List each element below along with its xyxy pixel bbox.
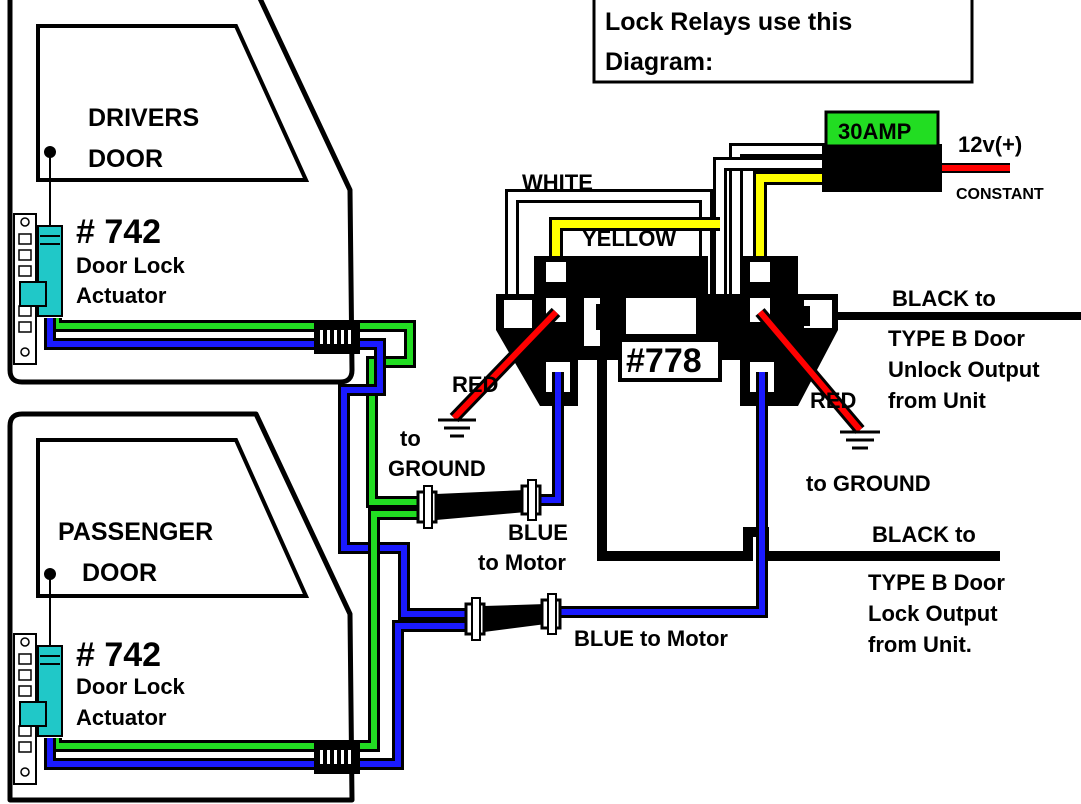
driver-harness [44, 318, 466, 620]
passenger-actuator-label-line-1: Door Lock [76, 674, 186, 699]
red-ground-wire-left: RED to GROUND [388, 307, 561, 481]
passenger-door: PASSENGER DOOR [7, 411, 355, 803]
yellow-wire-label: YELLOW [582, 226, 676, 251]
passenger-door-label-line-1: PASSENGER [58, 518, 213, 546]
blue-label-line-2: to Motor [478, 550, 566, 575]
ground-label-left: GROUND [388, 456, 486, 481]
driver-actuator-label-line-1: Door Lock [76, 253, 186, 278]
driver-actuator-number: # 742 [76, 213, 161, 251]
fuse-holder: 30AMP 12v(+) CONSTANT [822, 110, 1044, 203]
passenger-actuator-label-line-2: Actuator [76, 705, 167, 730]
red-label-left: RED [452, 372, 498, 397]
white-wire-label: WHITE [522, 170, 593, 195]
black-lock-label: BLACK to TYPE B Door Lock Output from Un… [868, 522, 1005, 657]
black-lock-line-2: TYPE B Door [868, 570, 1005, 595]
blue-wire-unlock [536, 372, 564, 506]
black-unlock-line-3: Unlock Output [888, 357, 1040, 382]
driver-actuator: # 742 Door Lock Actuator [13, 146, 186, 365]
to-ground-label-right: to GROUND [806, 471, 931, 496]
black-unlock-line-1: BLACK to [892, 286, 996, 311]
title-box: Lock Relays use this Diagram: [592, 0, 974, 84]
passenger-actuator: # 742 Door Lock Actuator [13, 568, 186, 785]
driver-door-label-line-2: DOOR [88, 145, 163, 173]
black-unlock-line-2: TYPE B Door [888, 326, 1025, 351]
driver-door: DRIVERS DOOR [7, 0, 355, 385]
to-label-left: to [400, 426, 421, 451]
passenger-harness [44, 508, 466, 774]
fuse-label: 30AMP [838, 119, 911, 144]
relay-778: #778 [496, 256, 838, 406]
blue-to-motor-label: BLUE to Motor [574, 626, 728, 651]
black-unlock-line-4: from Unit [888, 388, 986, 413]
relay-label: #778 [626, 342, 702, 380]
blue-label-line-1: BLUE [508, 520, 568, 545]
blue-wire-lock [556, 372, 768, 618]
passenger-actuator-number: # 742 [76, 636, 161, 674]
passenger-door-label-line-2: DOOR [82, 559, 157, 587]
red-ground-wire-right: RED to GROUND [755, 308, 931, 496]
butt-connector-lock [464, 593, 562, 641]
driver-actuator-label-line-2: Actuator [76, 283, 167, 308]
driver-door-label-line-1: DRIVERS [88, 104, 199, 132]
black-lock-line-4: from Unit. [868, 632, 972, 657]
power-label: 12v(+) [958, 132, 1022, 157]
red-label-right: RED [810, 388, 856, 413]
black-unlock-label: BLACK to TYPE B Door Unlock Output from … [888, 286, 1040, 413]
title-line-1: Lock Relays use this [605, 8, 852, 36]
black-lock-line-1: BLACK to [872, 522, 976, 547]
power-sublabel: CONSTANT [956, 186, 1044, 203]
title-line-2: Diagram: [605, 48, 713, 76]
black-lock-line-3: Lock Output [868, 601, 998, 626]
butt-connector-unlock [416, 479, 542, 529]
